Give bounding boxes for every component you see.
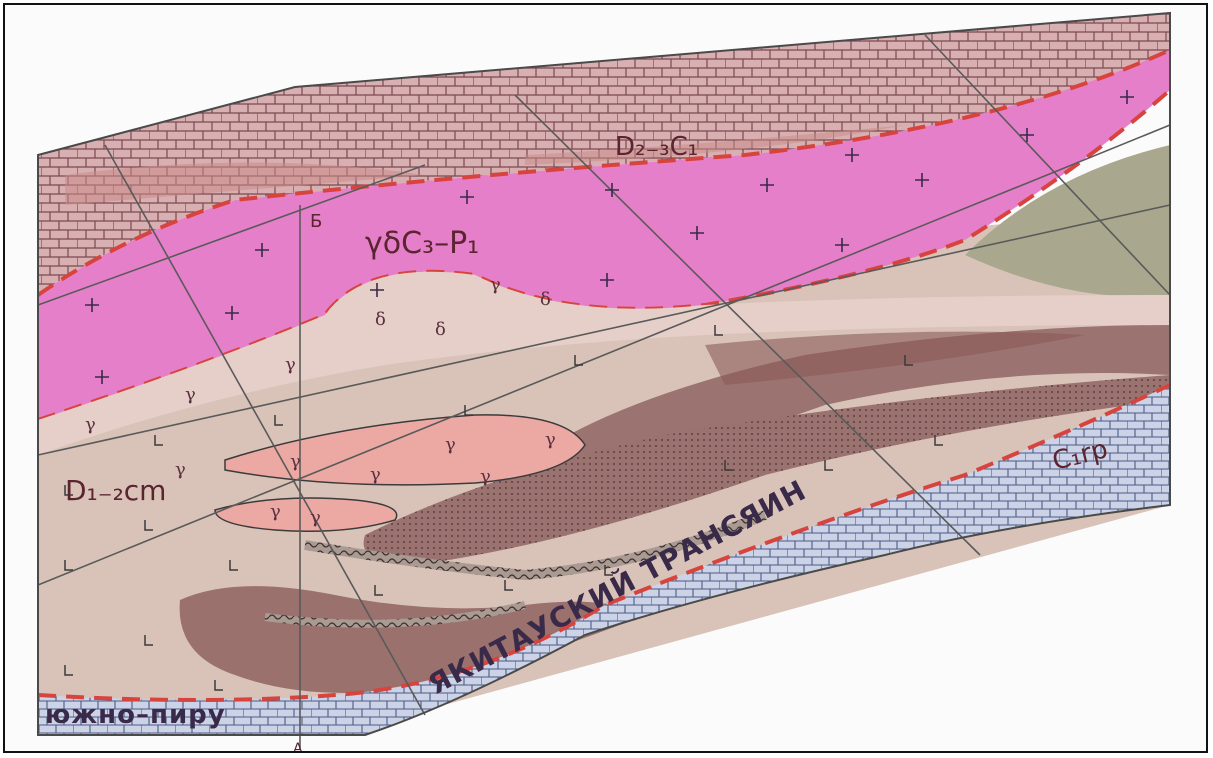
svg-text:γ: γ	[85, 414, 96, 435]
map-frame: γ δ δ δ γ γ γ γ γ γ γ γ γ γ γ D₂₋₃C₁ γδC₃–P₁ D₁₋₂cm…	[3, 3, 1208, 753]
svg-text:γ: γ	[490, 274, 501, 295]
geological-map: γ δ δ δ γ γ γ γ γ γ γ γ γ γ γ D₂₋₃C₁ γδC₃–P₁ D₁₋₂cm…	[5, 5, 1208, 753]
svg-text:γ: γ	[445, 434, 456, 455]
section-mark-top: Б	[310, 211, 322, 232]
svg-text:δ: δ	[540, 289, 551, 310]
label-top: D₂₋₃C₁	[615, 132, 698, 162]
label-granite: γδC₃–P₁	[365, 226, 479, 261]
svg-text:γ: γ	[480, 466, 491, 487]
svg-text:γ: γ	[285, 354, 296, 375]
svg-text:γ: γ	[545, 429, 556, 450]
svg-text:γ: γ	[175, 459, 186, 480]
svg-text:δ: δ	[435, 319, 446, 340]
label-volcanic: D₁₋₂cm	[65, 474, 166, 507]
svg-text:γ: γ	[370, 464, 381, 485]
svg-text:γ: γ	[185, 384, 196, 405]
section-mark-bottom: А	[293, 741, 303, 753]
svg-text:γ: γ	[290, 451, 301, 472]
label-bottom-edge: южно–пиру	[45, 700, 226, 730]
svg-text:γ: γ	[270, 501, 281, 522]
svg-text:γ: γ	[310, 507, 321, 528]
svg-text:δ: δ	[375, 309, 386, 330]
